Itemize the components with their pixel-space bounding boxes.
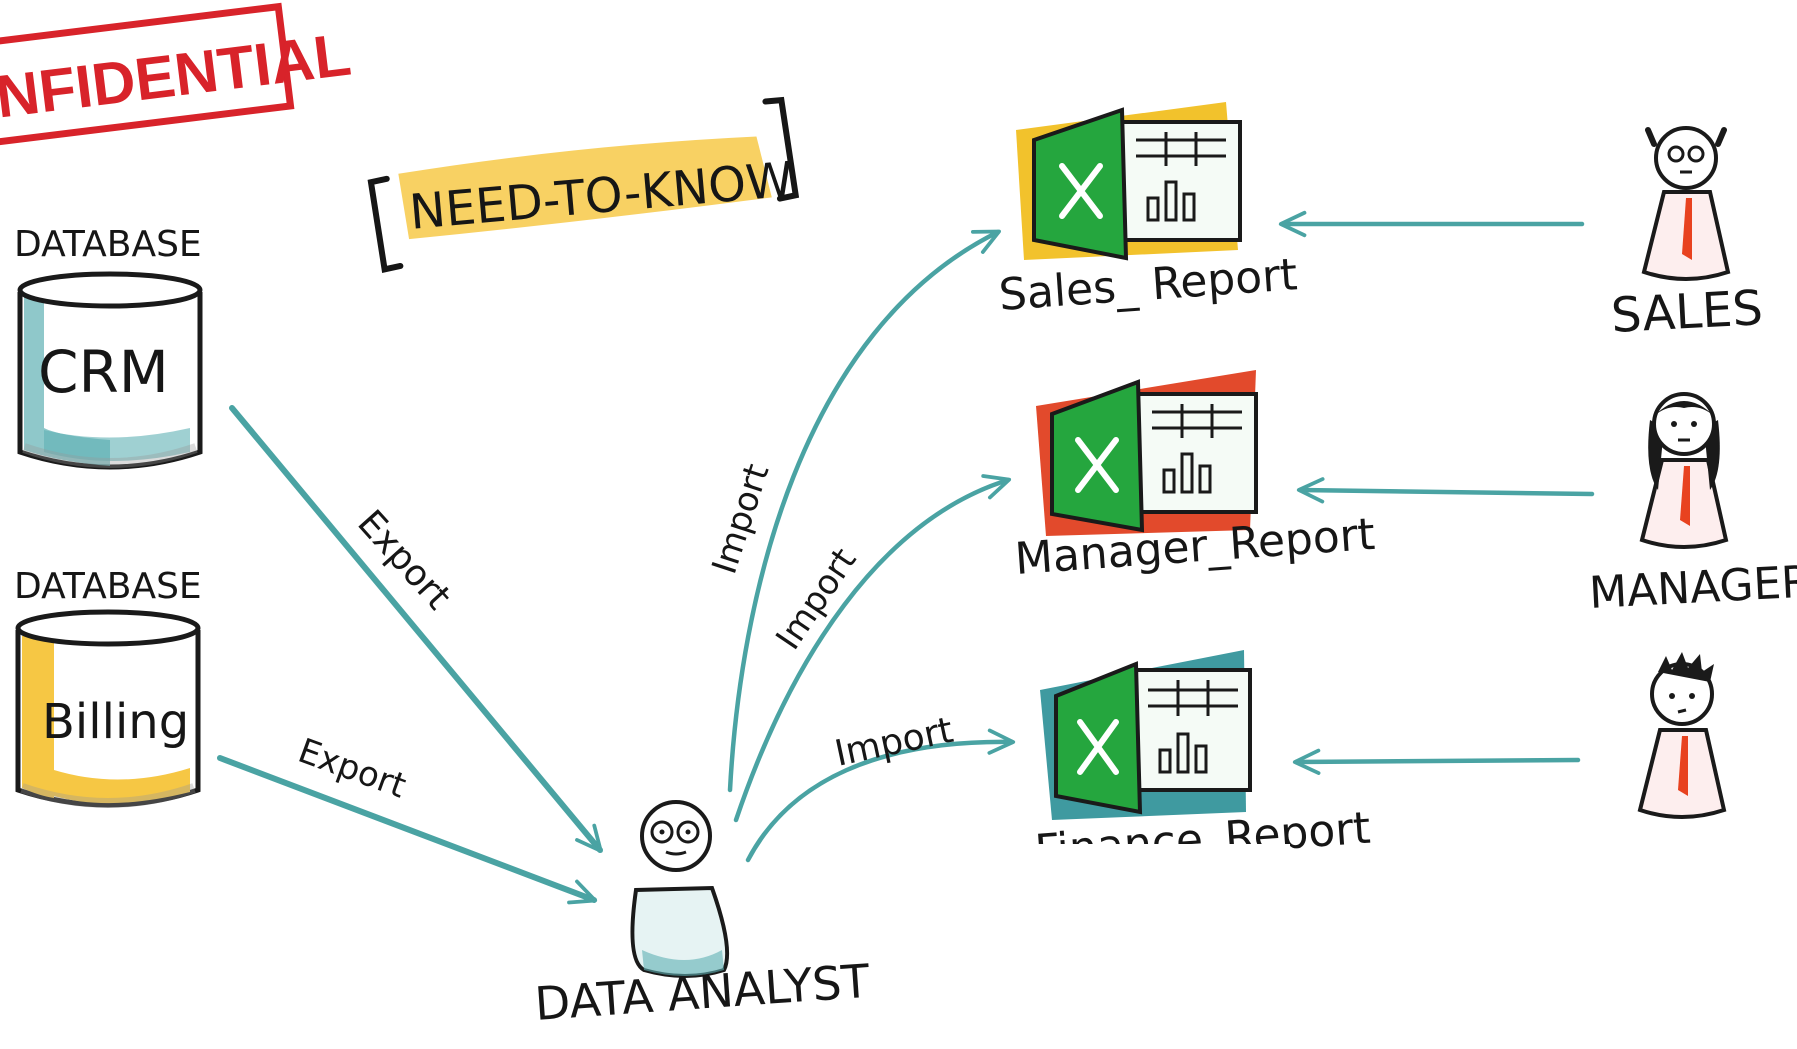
report-finance: Finance_Report	[1010, 650, 1372, 924]
confidential-stamp: NFIDENTIAL	[0, 2, 354, 147]
spreadsheet-icon	[1120, 120, 1242, 242]
access-arrow-manager	[1296, 477, 1595, 504]
database-name-billing: Billing	[42, 694, 189, 750]
import-arrow-finance	[745, 728, 1016, 863]
report-sales: Sales_ Report	[997, 102, 1299, 321]
excel-icon	[1050, 379, 1145, 533]
access-arrow-finance	[1292, 748, 1581, 775]
cylinder-billing	[15, 609, 201, 808]
finance-person-figure	[1637, 652, 1727, 819]
glasses-icon	[650, 820, 674, 844]
sales-person-figure	[1641, 126, 1731, 281]
spreadsheet-icon	[1132, 668, 1252, 792]
database-billing: DATABASE Billing	[14, 566, 202, 808]
report-manager: Manager_Report	[1013, 370, 1377, 585]
crop-mask	[1010, 844, 1290, 924]
export-arrow-billing	[217, 755, 598, 905]
import-flows: Import Import Import	[705, 229, 1016, 863]
report-name-sales: Sales_ Report	[997, 249, 1299, 321]
access-flows	[1278, 210, 1595, 775]
database-caption-crm: DATABASE	[14, 224, 202, 265]
import-arrow-sales	[727, 229, 1001, 793]
manager-person-figure	[1639, 392, 1729, 549]
database-caption-billing: DATABASE	[14, 566, 202, 607]
data-analyst-figure	[630, 800, 730, 978]
analyst-label: DATA ANALYST	[533, 954, 872, 1031]
database-name-crm: CRM	[38, 338, 169, 406]
role-label-manager: MANAGER	[1588, 556, 1797, 619]
manager-head	[1652, 392, 1716, 456]
stamp-border	[0, 2, 295, 147]
spreadsheet-icon	[1136, 392, 1258, 514]
export-flows: Export Export	[217, 405, 603, 905]
analyst-head	[640, 800, 712, 872]
excel-icon	[1032, 107, 1129, 261]
left-bracket	[367, 175, 404, 273]
tag-highlight	[398, 136, 772, 240]
export-arrow-crm	[229, 405, 603, 853]
excel-icon	[1054, 661, 1143, 815]
cylinder-crm	[17, 271, 203, 470]
sales-head	[1654, 126, 1718, 190]
role-label-sales: SALES	[1610, 280, 1764, 344]
import-arrow-manager	[733, 474, 1012, 823]
export-label-crm: Export	[349, 503, 458, 618]
need-to-know-tag: NEED-TO-KNOW	[367, 96, 800, 273]
right-bracket	[762, 96, 800, 202]
import-label-finance: Import	[831, 710, 956, 775]
database-crm: DATABASE CRM	[14, 224, 203, 470]
